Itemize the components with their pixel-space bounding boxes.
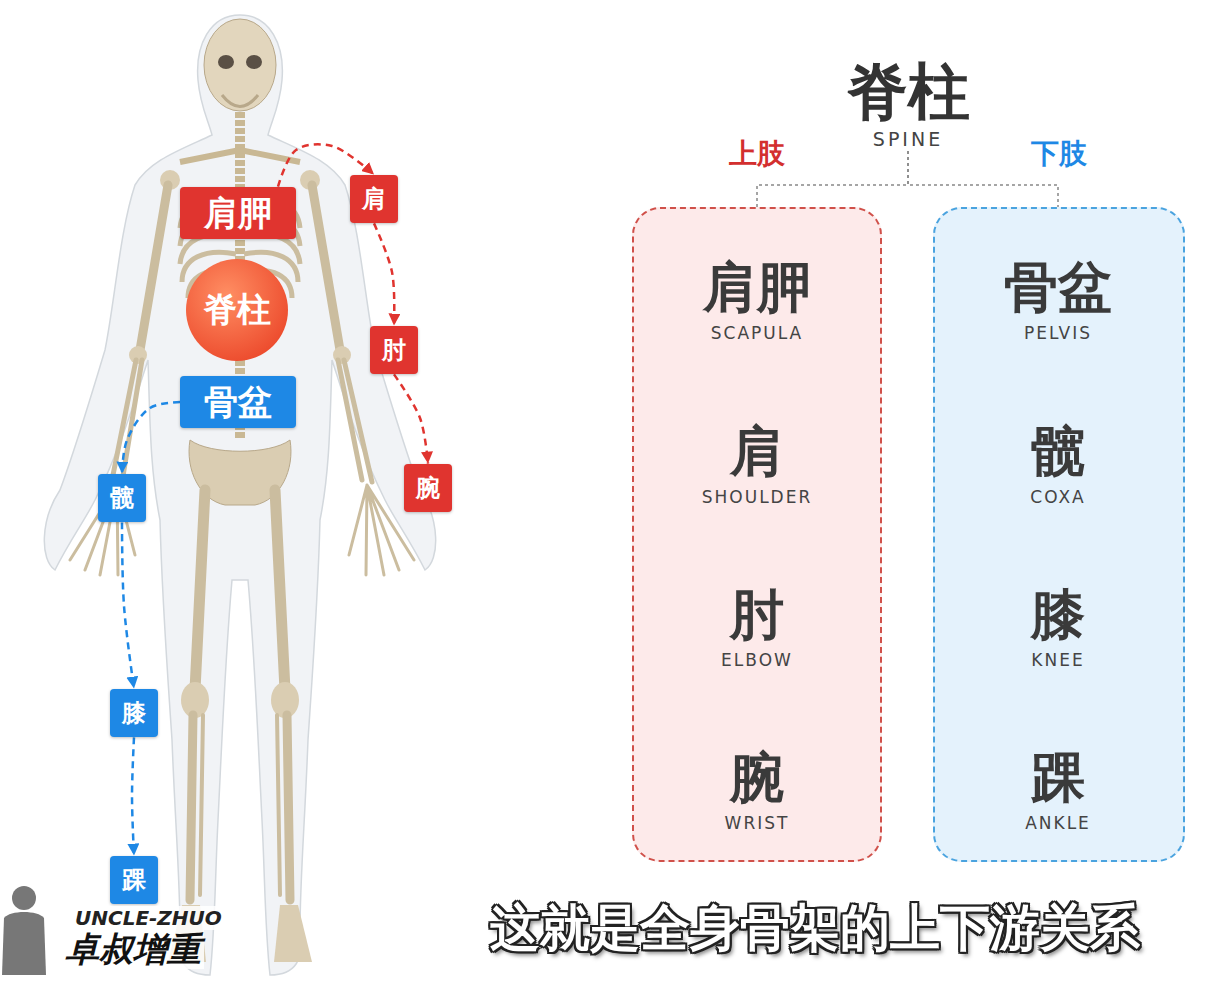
node-title: 踝 <box>1025 748 1091 807</box>
node-title: 腕 <box>725 748 790 807</box>
chain-item: 髋 COXA <box>1030 422 1085 508</box>
leg-bones <box>274 905 312 962</box>
spine-circle: 脊柱 <box>185 258 289 362</box>
node-subtitle: ELBOW <box>721 650 793 670</box>
leg-bones <box>200 715 203 895</box>
chain-item: 肩 SHOULDER <box>702 422 813 508</box>
node-title: 肩 <box>702 422 813 481</box>
flow-arrow <box>122 522 134 688</box>
joint-tag: 肩 <box>350 175 398 224</box>
flow-arrow <box>394 374 428 463</box>
arm-bones <box>312 185 340 350</box>
body-silhouette <box>44 15 435 975</box>
subtitle-caption: 这就是全身骨架的上下游关系 <box>490 898 1140 958</box>
skull <box>204 19 276 111</box>
node-title: 髋 <box>1030 422 1085 481</box>
node-subtitle: PELVIS <box>1004 323 1112 343</box>
node-subtitle: ANKLE <box>1025 813 1091 833</box>
joint-tag: 髋 <box>98 474 146 523</box>
limb-panel: 下肢骨盆PELVIS髋COXA膝KNEE踝ANKLE <box>933 207 1185 862</box>
arm-bones <box>122 360 142 482</box>
leg-bones <box>277 715 280 895</box>
node-subtitle: SCAPULA <box>703 323 811 343</box>
node-title: 肘 <box>721 585 793 644</box>
connector-group <box>122 144 1058 855</box>
node-title: 上肢 <box>729 137 785 171</box>
flow-arrow <box>374 223 394 325</box>
arm-bones <box>70 170 414 575</box>
arm-bones <box>140 185 168 350</box>
watermark-text: UNCLE-ZHUO <box>72 906 225 930</box>
leg-bones <box>287 715 290 900</box>
chain-item: 膝 KNEE <box>1031 585 1085 671</box>
node-subtitle: SPINE <box>846 128 970 151</box>
leg-bones <box>275 490 285 690</box>
chain-item: 腕 WRIST <box>725 748 790 834</box>
node-title: 肘 <box>382 336 406 365</box>
chain-item: 肘 ELBOW <box>721 585 793 671</box>
skull <box>246 55 262 69</box>
node-title: 肩胛 <box>703 258 811 317</box>
node-subtitle: KNEE <box>1031 650 1085 670</box>
mascot-icon <box>12 886 36 910</box>
watermark-text: 卓叔增重 <box>62 930 204 969</box>
leg-bones <box>190 715 193 900</box>
node-title: 膝 <box>122 699 146 728</box>
joint-tag: 肘 <box>370 326 418 375</box>
node-subtitle: COXA <box>1030 487 1085 507</box>
node-subtitle: SHOULDER <box>702 487 813 507</box>
bone-tag: 骨盆 <box>180 376 296 429</box>
joint-tag: 腕 <box>404 464 452 513</box>
chain-item: 踝 ANKLE <box>1025 748 1091 834</box>
flow-arrow <box>132 737 134 855</box>
node-title: 脊柱 <box>846 58 970 126</box>
limb-panel: 上肢肩胛SCAPULA肩SHOULDER肘ELBOW腕WRIST <box>632 207 882 862</box>
chain-item: 肩胛 SCAPULA <box>703 258 811 344</box>
node-title: 骨盆 <box>1004 258 1112 317</box>
node-title: 踝 <box>122 866 146 895</box>
joint-tag: 踝 <box>110 856 158 905</box>
node-subtitle: WRIST <box>725 813 790 833</box>
skull <box>222 95 258 107</box>
node-title: 骨盆 <box>204 382 272 423</box>
skull <box>218 55 234 69</box>
node-title: 腕 <box>416 474 440 503</box>
node-title: 肩 <box>362 185 386 214</box>
arm-bones <box>344 360 372 482</box>
chain-item: 骨盆 PELVIS <box>1004 258 1112 344</box>
spine-bones <box>180 150 300 162</box>
circle-fill <box>186 259 288 361</box>
mascot-icon <box>2 886 46 975</box>
leg-bones <box>195 490 205 690</box>
spine-bones <box>180 112 300 440</box>
skull <box>204 19 276 111</box>
node-title: 肩胛 <box>204 193 272 234</box>
mascot-icon <box>2 912 46 975</box>
node-title: 脊柱 <box>203 287 271 333</box>
leg-bones <box>168 490 312 962</box>
node-title: 下肢 <box>1031 137 1087 171</box>
bone-tag: 肩胛 <box>180 187 296 240</box>
joint-tag: 膝 <box>110 689 158 738</box>
node-title: 膝 <box>1031 585 1085 644</box>
node-title: 髋 <box>110 484 134 513</box>
body-silhouette <box>44 15 435 975</box>
root-heading: 脊柱SPINE <box>846 58 970 151</box>
flow-arrow <box>122 402 180 474</box>
